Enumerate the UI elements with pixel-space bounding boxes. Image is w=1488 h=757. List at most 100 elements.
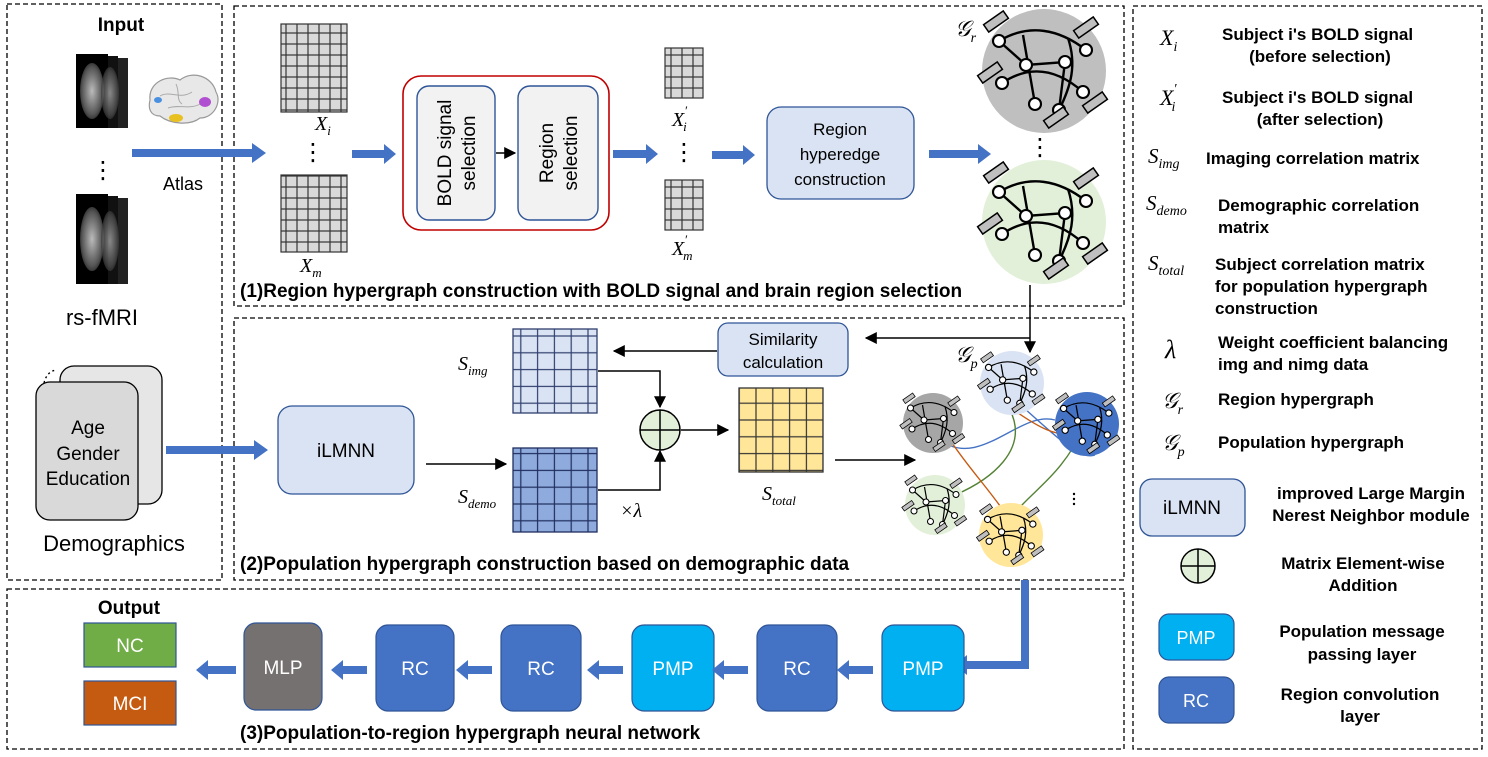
mlp-label: MLP [263,658,302,679]
legend-item-4-line2: for population hypergraph [1215,277,1428,296]
label-x-m: Xm [299,255,322,280]
legend-item-2-line1: Imaging correlation matrix [1206,149,1420,168]
label-s-img: Simg [458,353,488,378]
legend-item-7-line1: Population hypergraph [1218,433,1404,452]
demo-age: Age [71,418,105,439]
arrow-xprime-to-hyperedge [712,145,755,165]
s1-vdots-left: ⋮ [301,139,325,166]
ilmnn-label: iLMNN [317,441,375,462]
similarity-label-1: Similarity [749,330,818,349]
legend-item-1-line2: (after selection) [1257,110,1384,129]
brain-atlas-icon [148,74,219,124]
label-x-i: Xi [314,113,331,138]
legend-item-6-line1: Region hypergraph [1218,390,1374,409]
svg-text:selection: selection [561,116,582,191]
arrow-selection-to-xprime [613,144,658,164]
output-nc-label: NC [116,636,143,657]
svg-text:Region: Region [537,123,558,183]
fmri-stack-bottom [76,194,128,284]
gp-more-icon [1072,492,1076,506]
legend-sym-xi: Xi [1159,25,1177,55]
s1-vdots-mid: ⋮ [672,139,696,166]
legend-item-11-line1: Region convolution [1281,685,1440,704]
legend-sym-gp: 𝒢p [1162,430,1185,460]
legend-item-4-line1: Subject correlation matrix [1215,255,1425,274]
legend-panel [1132,5,1483,750]
rc-label-3: RC [783,659,810,680]
demo-gender: Gender [56,444,120,465]
region-hyperedge-label-3: construction [794,170,886,189]
pmp-label-1: PMP [652,659,693,680]
arrow-pmp1-to-rc2 [587,660,623,680]
svg-text:BOLD signal: BOLD signal [435,100,456,207]
arrow-gp-to-network [955,580,1029,675]
output-mci [83,680,177,726]
legend-item-8-line2: Nerest Neighbor module [1272,506,1469,525]
legend-item-1-line1: Subject i's BOLD signal [1222,88,1413,107]
population-hypergraph [899,351,1121,567]
legend-item-3-line1: Demographic correlation [1218,196,1419,215]
arrow-pmp2-to-rc3 [837,660,873,680]
legend-item-0-line2: (before selection) [1249,47,1391,66]
rc-block-3 [756,624,838,712]
region-hyperedge-label-2: hyperedge [800,145,880,164]
legend-pmp-box [1158,613,1235,661]
arrow-rc2-to-rc1 [456,660,492,680]
output-mci-label: MCI [113,694,148,715]
demographic-card [35,365,163,521]
ilmnn-box [277,405,415,495]
atlas-label: Atlas [163,174,203,194]
input-panel [6,3,223,581]
arrow-input-to-s1 [132,143,266,163]
matrix-s-total [738,387,824,473]
output-title: Output [98,598,161,619]
legend-sym-lambda: λ [1164,335,1176,364]
legend-sym-stotal: Stotal [1148,251,1184,279]
legend-sym-ilmnn: iLMNN [1163,498,1221,519]
matrix-x-i [280,23,348,113]
legend-rc-box [1158,676,1235,724]
label-s-demo: Sdemo [458,486,497,511]
line-sdemo-to-add [598,449,666,491]
section3-caption: (3)Population-to-region hypergraph neura… [240,723,701,744]
region-selection-box [517,85,599,221]
label-x-m-prime: X′m [671,232,692,263]
legend-item-10-line2: passing layer [1308,645,1417,664]
legend-item-5-line2: img and nimg data [1218,355,1369,374]
legend-item-0-line1: Subject i's BOLD signal [1222,25,1413,44]
line-simg-to-add [598,370,666,409]
legend-item-4-line3: construction [1215,299,1318,318]
legend-ilmnn-box [1139,478,1246,537]
matrix-x-m-prime [664,179,704,231]
legend-item-9-line2: Addition [1329,576,1398,595]
arrow-x-to-selection [352,144,396,164]
legend-sym-rc: RC [1183,691,1209,711]
label-g-r: 𝒢r [955,16,977,46]
label-g-p: 𝒢p [955,342,978,372]
legend-item-3-line2: matrix [1218,218,1270,237]
matrix-x-m [280,174,348,253]
rc-block-2 [500,624,582,712]
region-hyperedge-box [766,106,915,200]
legend-sym-gr: 𝒢r [1162,388,1184,418]
bold-signal-selection-box [416,85,496,221]
rc-block-1 [375,624,455,712]
legend: Xi Subject i's BOLD signal (before selec… [1139,25,1470,726]
legend-item-9-line1: Matrix Element-wise [1281,554,1444,573]
legend-item-8-line1: improved Large Margin [1277,484,1465,503]
legend-item-5-line1: Weight coefficient balancing [1218,333,1448,352]
label-lambda: ×λ [620,500,642,522]
legend-sym-sdemo: Sdemo [1146,191,1187,219]
mlp-block [243,622,323,711]
similarity-box [717,322,849,377]
fmri-stack-top [76,54,128,128]
arrow-hyperedge-to-gr [929,144,991,164]
output-nc [83,622,177,668]
fmri-vdots: ⋮ [91,157,115,184]
arrow-rc3-to-pmp1 [712,660,748,680]
input-title: Input [98,15,145,36]
region-hyperedge-label-1: Region [813,120,867,139]
arrow-demo-to-ilmnn [166,440,268,460]
section2-caption: (2)Population hypergraph construction ba… [240,554,850,575]
